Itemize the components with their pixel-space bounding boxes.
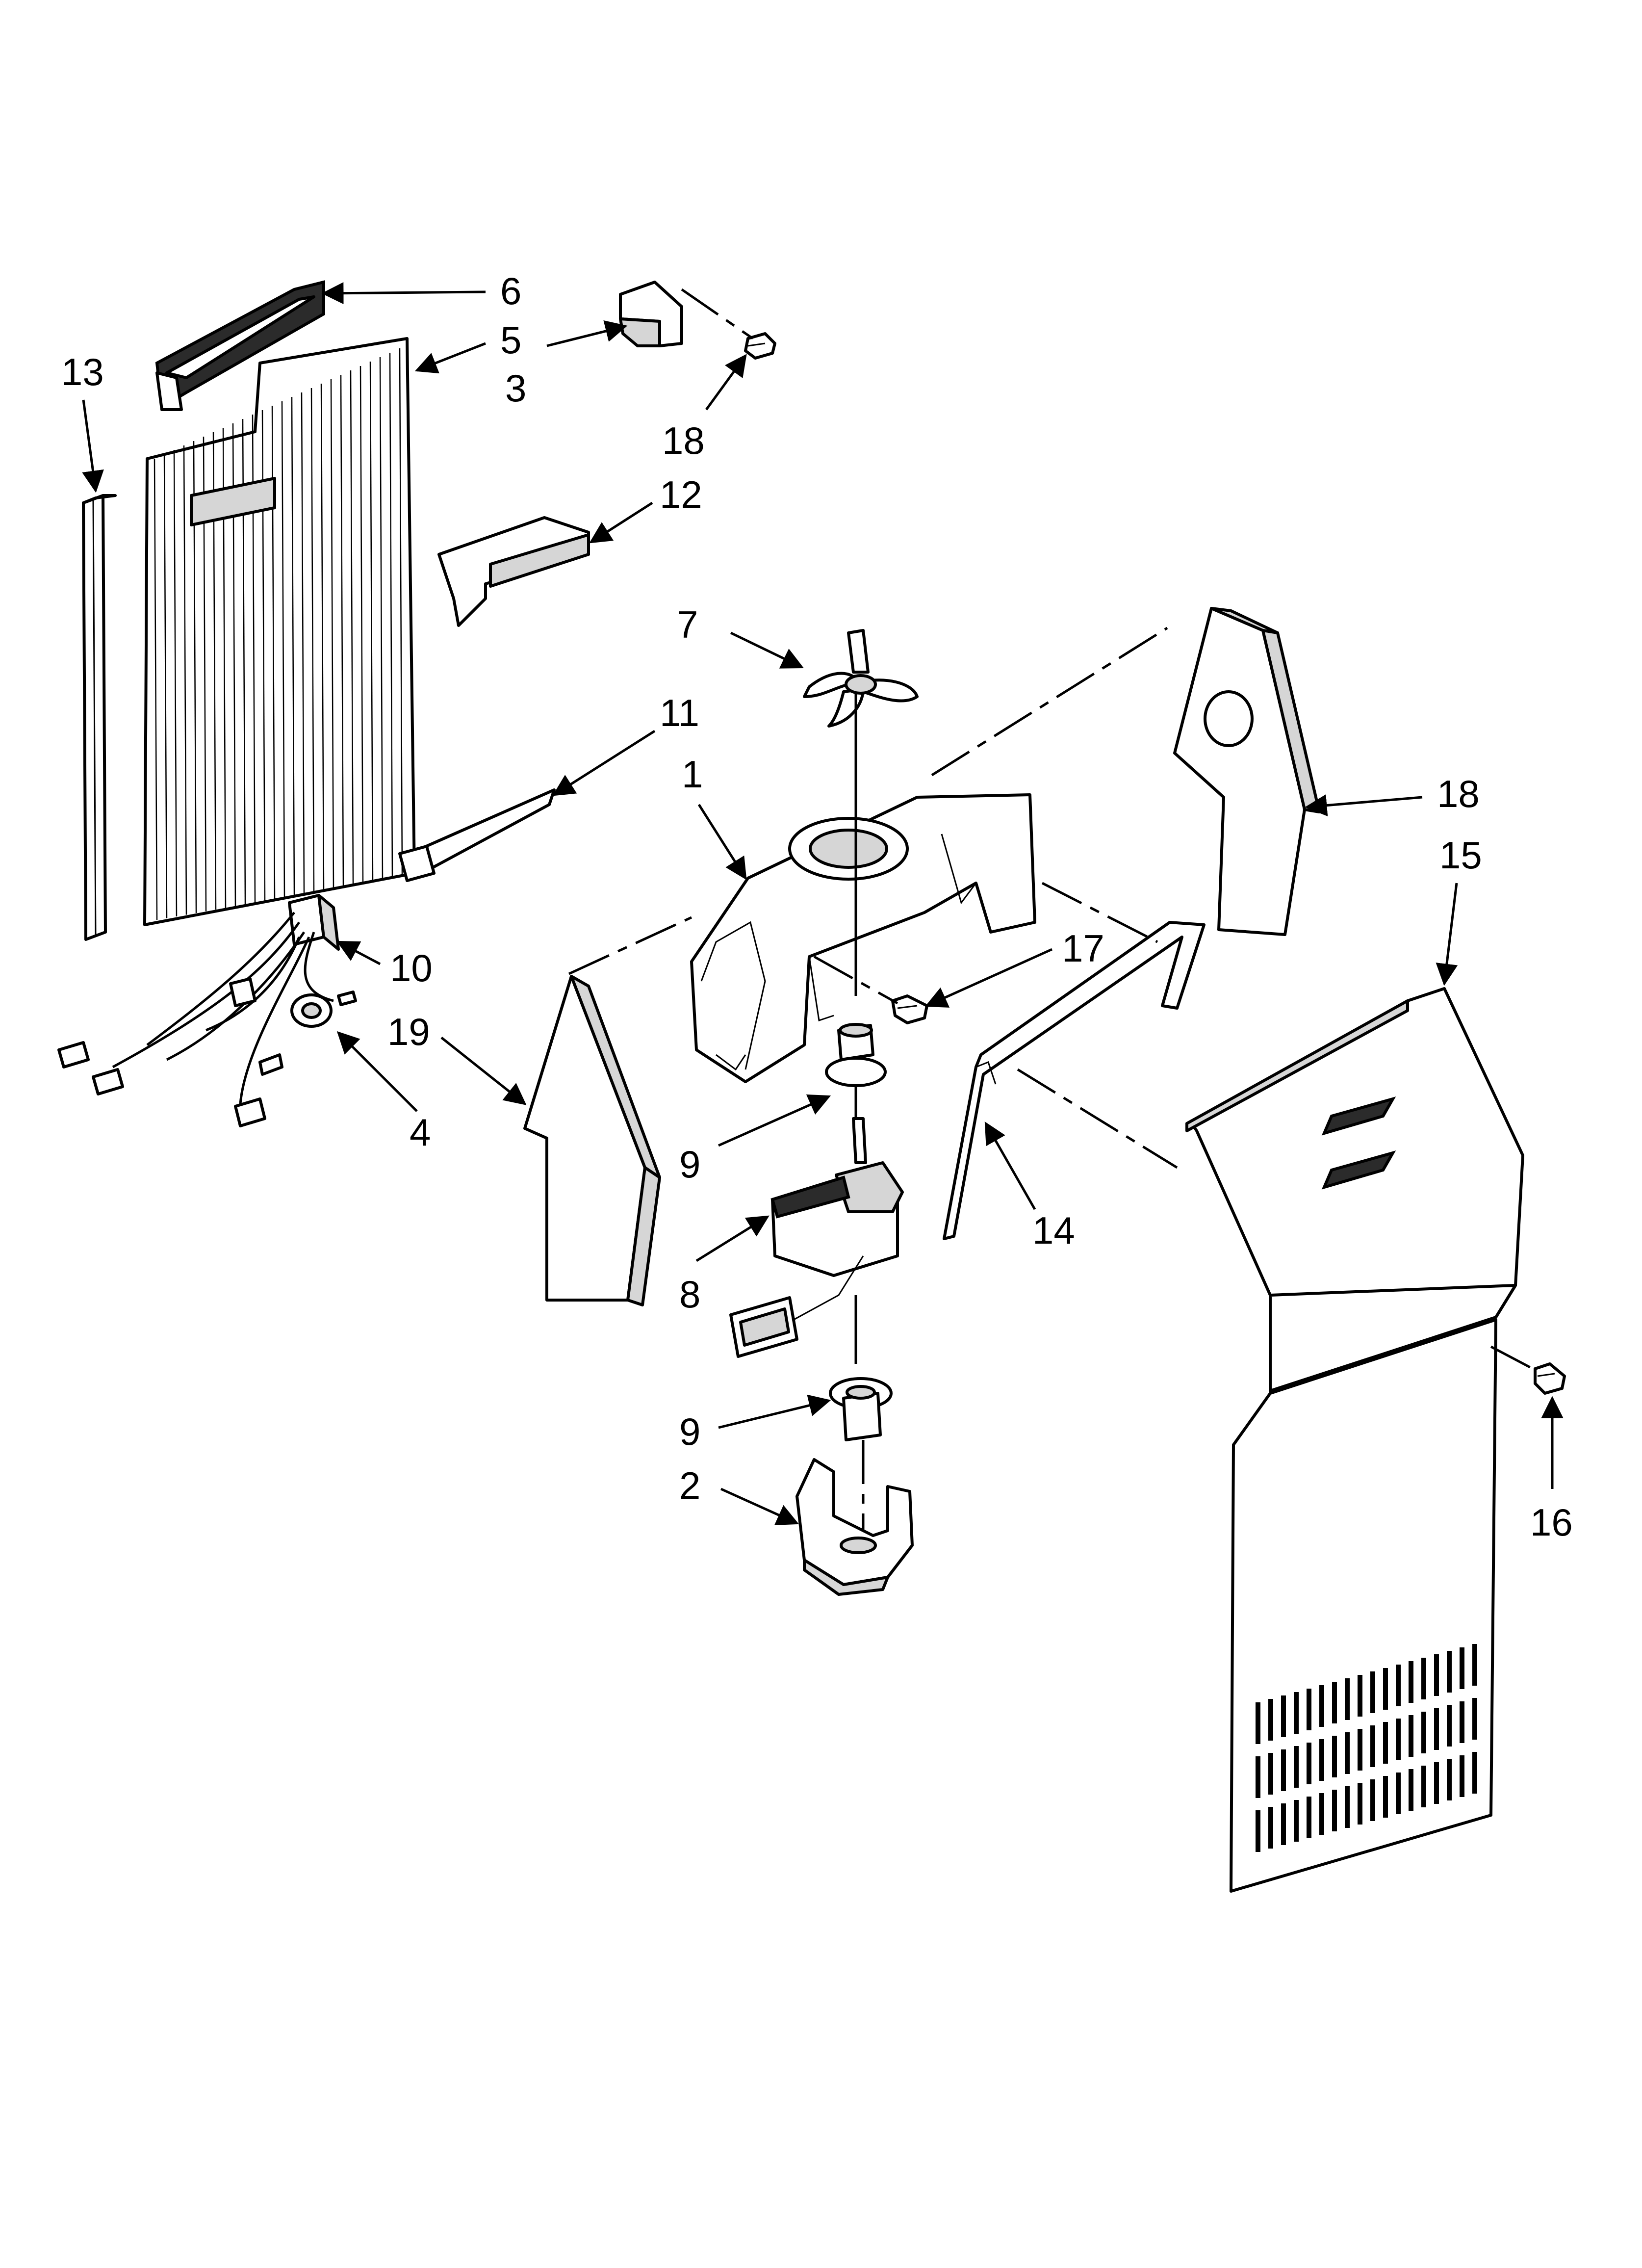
- part-9-grommet-upper: [825, 1023, 887, 1087]
- screw-18-top: [744, 332, 776, 360]
- callout-12: 11: [660, 691, 699, 734]
- callout-17: 17: [1062, 927, 1104, 970]
- part-18-right-panel: [1173, 607, 1321, 936]
- part-10-wire-harness: [57, 894, 357, 1127]
- callout-3: 3: [505, 366, 526, 410]
- part-6-tray: [155, 280, 325, 411]
- callout-6: 6: [500, 269, 521, 313]
- callout-13: 12: [660, 473, 702, 516]
- callout-14: 13: [61, 350, 104, 393]
- callout-10: 10: [390, 946, 433, 990]
- part-9-grommet-lower: [829, 1377, 893, 1441]
- callout-9-lower: 9: [679, 1410, 700, 1453]
- part-7-fan-motor: [729, 1117, 904, 1358]
- callout-11: 14: [1032, 1209, 1075, 1252]
- callout-5: 5: [500, 318, 521, 362]
- callout-18-right: 18: [1437, 772, 1480, 815]
- part-11-wire-bracket: [943, 921, 1206, 1240]
- screw-16: [1534, 1362, 1566, 1395]
- part-8-fan-blade: [803, 629, 919, 728]
- part-14-strip: [82, 494, 117, 941]
- callout-7: 8: [679, 1273, 700, 1316]
- callout-1: 1: [682, 753, 703, 796]
- part-3-bracket: [619, 281, 683, 347]
- callout-2: 2: [679, 1464, 700, 1507]
- callout-15: 15: [1439, 834, 1482, 877]
- callout-4: 4: [410, 1111, 431, 1154]
- part-2-motor-bracket: [795, 1458, 914, 1596]
- callout-19: 19: [387, 1010, 430, 1053]
- callout-9-upper: 9: [679, 1143, 700, 1186]
- part-13-clip: [437, 516, 590, 627]
- part-1-fan-shroud: [690, 793, 1036, 1083]
- screw-17: [891, 994, 928, 1024]
- part-12-cable-tie: [398, 788, 556, 882]
- leader-lines: [82, 282, 1564, 1525]
- callout-18-top: 18: [662, 419, 705, 462]
- part-19-left-panel: [523, 975, 661, 1306]
- part-5-ribbed-panel: [143, 337, 416, 926]
- part-15-rear-panel: [1185, 987, 1524, 1893]
- callout-16: 16: [1530, 1501, 1573, 1544]
- callout-labels: 6 5 3 18 13 12 7 11 1 18 15 17 10 19 4 9…: [61, 269, 1573, 1544]
- callout-8: 7: [677, 603, 698, 646]
